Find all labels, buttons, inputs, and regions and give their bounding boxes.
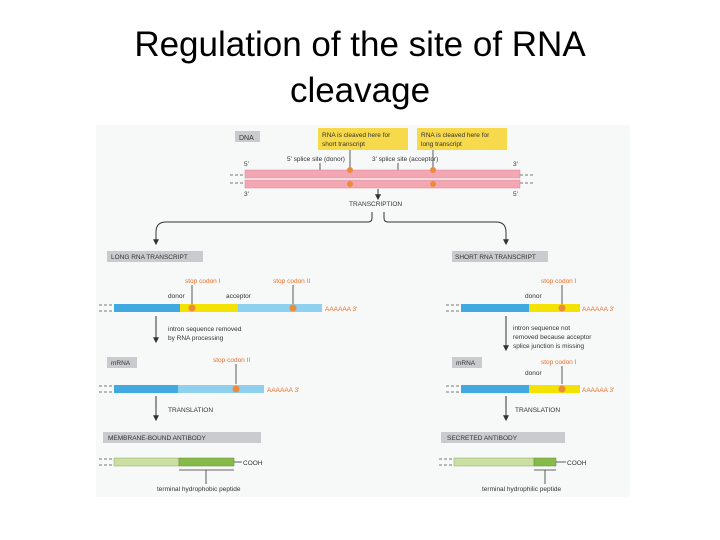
- dna-top-strand: [244, 169, 521, 179]
- short-transcript-header-box: [452, 251, 548, 262]
- right-mrna-label-box: [452, 357, 482, 368]
- left-mrna-stop-label: stop codon II: [213, 357, 250, 364]
- left-mrna-exon-2: [178, 385, 264, 393]
- left-pre-stop-1: [188, 304, 196, 312]
- right-peptide-label: terminal hydrophilic peptide: [482, 486, 562, 493]
- left-pre-exon-1: [114, 304, 180, 312]
- left-acceptor-label: acceptor: [226, 293, 252, 300]
- left-mrna-stop: [232, 385, 240, 393]
- left-product-box: [103, 432, 261, 443]
- left-mrna-exon-1: [114, 385, 178, 393]
- left-product-label: MEMBRANE-BOUND ANTIBODY: [108, 435, 207, 442]
- dna-5prime-top: 5': [244, 161, 249, 168]
- right-mrna-label: mRNA: [456, 360, 476, 367]
- transcription-label: TRANSCRIPTION: [349, 201, 402, 208]
- right-stop-codon-label: stop codon I: [541, 278, 577, 285]
- right-translation-label: TRANSLATION: [515, 407, 560, 414]
- dna-3prime-top: 3': [513, 161, 518, 168]
- left-peptide-label: terminal hydrophobic peptide: [157, 486, 241, 493]
- callout-short-line-1: RNA is cleaved here for: [322, 132, 391, 139]
- callout-long-box: [417, 128, 507, 150]
- right-mrna-donor-label: donor: [525, 370, 542, 377]
- right-product-label: SECRETED ANTIBODY: [447, 435, 518, 442]
- left-mrna-label-box: [107, 357, 137, 368]
- dna-bottom-strand: [244, 179, 521, 189]
- slide-title-line-1: Regulation of the site of RNA: [134, 25, 586, 64]
- callout-long-line-2: long transcript: [421, 141, 462, 148]
- dna-cleavage-site-short-b: [347, 181, 353, 187]
- dna-cleavage-site-long-b: [430, 181, 436, 187]
- acceptor-site-label: 3' splice site (acceptor): [372, 156, 438, 163]
- right-note-line-3: splice junction is missing: [513, 343, 585, 350]
- left-donor-label: donor: [168, 293, 185, 300]
- dna-cleavage-site-short: [347, 167, 353, 173]
- right-product-box: [441, 432, 565, 443]
- left-note-line-1: intron sequence removed: [168, 326, 242, 333]
- slide-title-line-2: cleavage: [289, 71, 431, 110]
- right-note-line-1: intron sequence not: [513, 325, 570, 332]
- dna-5prime-bottom: 5': [513, 191, 518, 198]
- right-cooh-label: COOH: [567, 460, 587, 467]
- dna-label: DNA: [239, 135, 254, 142]
- dna-label-box: [235, 131, 260, 142]
- right-mrna-intron-yellow: [529, 385, 580, 393]
- left-protein-body: [113, 457, 180, 467]
- right-mrna-exon: [461, 385, 529, 393]
- slide-title: Regulation of the site of RNA cleavage: [0, 22, 720, 114]
- callout-short-box: [318, 128, 408, 150]
- left-protein-hydrophobic-tail: [178, 457, 235, 467]
- left-note-line-2: by RNA processing: [168, 335, 224, 342]
- callout-short-line-2: short transcript: [322, 141, 365, 148]
- right-protein-body: [453, 457, 535, 467]
- right-mrna-stop-label: stop codon I: [541, 359, 577, 366]
- left-pre-exon-2: [238, 304, 322, 312]
- right-pre-poly-a: AAAAAA 3': [582, 306, 614, 313]
- right-mrna-stop: [558, 385, 566, 393]
- right-donor-label: donor: [525, 293, 542, 300]
- long-transcript-header-box: [107, 251, 203, 262]
- right-mrna-poly-a: AAAAAA 3': [582, 387, 614, 394]
- right-pre-exon: [461, 304, 529, 312]
- left-stop-codon-2-label: stop codon II: [273, 278, 310, 285]
- callout-long-line-1: RNA is cleaved here for: [421, 132, 490, 139]
- left-pre-poly-a: AAAAAA 3': [325, 306, 357, 313]
- left-mrna-label: mRNA: [111, 360, 131, 367]
- dna-cleavage-site-long: [430, 167, 436, 173]
- right-pre-stop: [558, 304, 566, 312]
- branch-arrow-right: [383, 212, 509, 246]
- branch-arrow-left: [153, 212, 373, 246]
- left-cooh-label: COOH: [243, 460, 263, 467]
- right-pre-intron-yellow: [529, 304, 580, 312]
- long-transcript-header: LONG RNA TRANSCRIPT: [111, 254, 188, 261]
- left-pre-stop-2: [289, 304, 297, 312]
- left-mrna-poly-a: AAAAAA 3': [267, 387, 299, 394]
- right-protein-hydrophilic-tail: [533, 457, 557, 467]
- left-pre-intron-yellow: [180, 304, 238, 312]
- left-stop-codon-1-label: stop codon I: [185, 278, 221, 285]
- left-translation-label: TRANSLATION: [168, 407, 213, 414]
- right-note-line-2: removed because acceptor: [513, 334, 592, 341]
- dna-3prime-bottom: 3': [244, 191, 249, 198]
- long-transcript-column: LONG RNA TRANSCRIPT stop codon I stop co…: [99, 251, 357, 493]
- dna-section: DNA RNA is cleaved here for short transc…: [153, 128, 535, 246]
- short-transcript-column: SHORT RNA TRANSCRIPT stop codon I donor …: [439, 251, 614, 493]
- donor-site-label: 5' splice site (donor): [287, 156, 345, 163]
- short-transcript-header: SHORT RNA TRANSCRIPT: [455, 254, 536, 261]
